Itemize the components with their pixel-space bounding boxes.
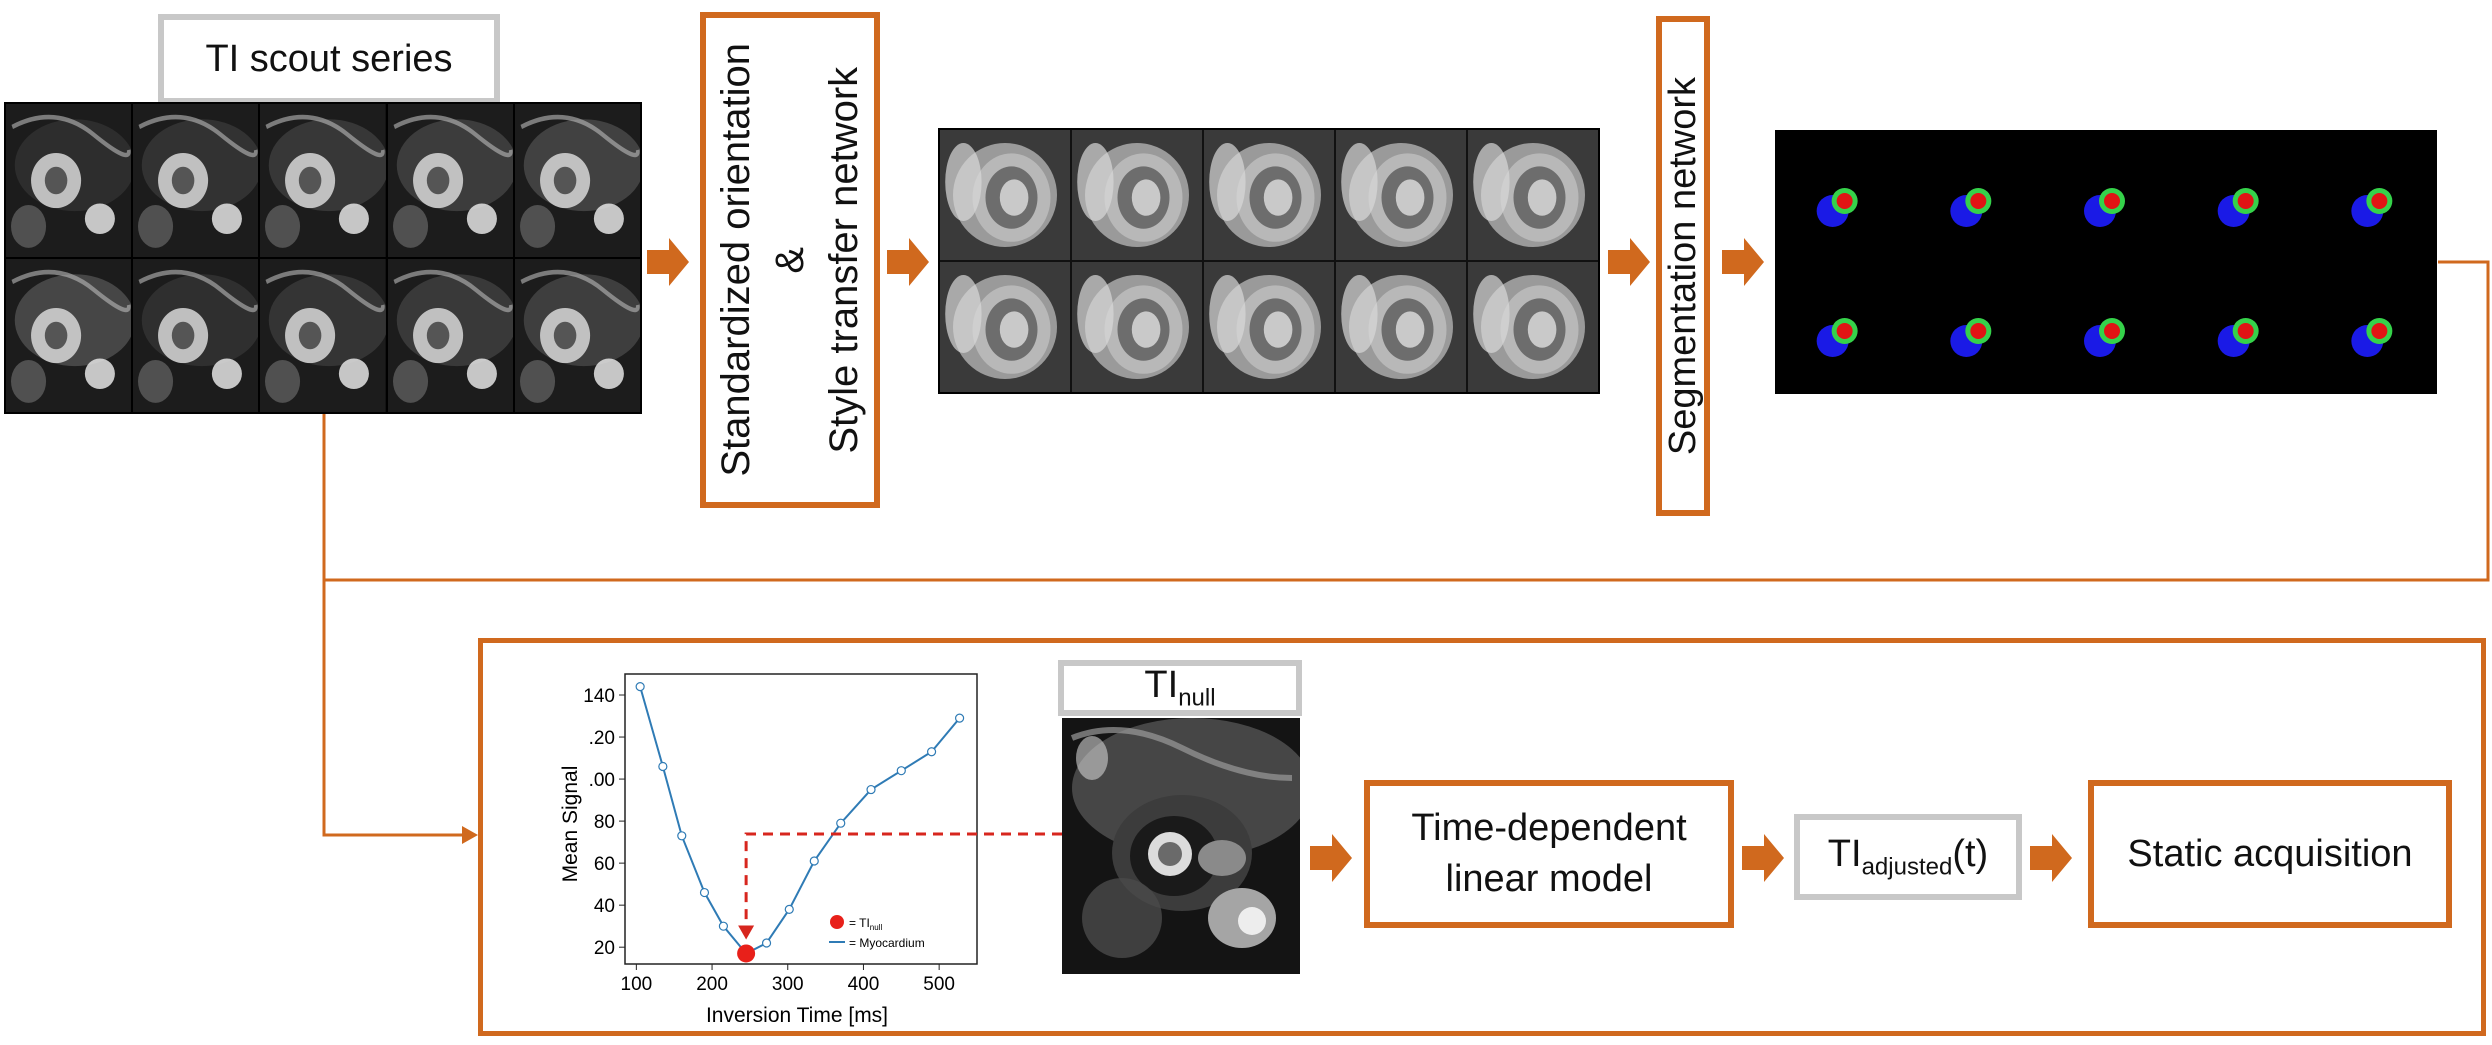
series-point (761, 938, 772, 948)
y-tick-label: 60 (594, 854, 615, 875)
mri-thumbnail (1072, 130, 1202, 260)
legend-myocardium-label: = Myocardium (849, 936, 925, 950)
segmentation-mask (2217, 188, 2259, 227)
arrow-right-icon (1742, 834, 1784, 882)
series-point (718, 921, 729, 931)
segmentation-mask (2084, 188, 2125, 227)
mean-signal-chart: Mean Signal Inversion Time [ms] 100 200 30… (559, 673, 978, 1027)
mri-thumbnail (514, 104, 640, 257)
arrow-right-icon (1608, 238, 1650, 286)
series-point (836, 818, 846, 828)
series-point (866, 784, 876, 795)
chart-legend: = TInull = Myocardium (829, 915, 925, 950)
x-tick-label: 300 (772, 974, 804, 995)
mri-thumbnail (940, 262, 1070, 392)
scout-series-label: TI scout series (205, 37, 453, 80)
ti-null-image (1062, 718, 1300, 974)
series-point (635, 682, 645, 692)
mri-thumbnail (133, 259, 259, 412)
time-model-line1: Time-dependent (1411, 806, 1687, 849)
mri-thumbnail (260, 104, 386, 257)
ti-null-marker (737, 944, 756, 963)
series-point (926, 747, 937, 757)
y-tick-label: 20 (594, 938, 615, 959)
segmentation-mask (2084, 318, 2125, 357)
ti-determination-panel (478, 638, 2486, 1036)
chart-ylabel: Mean Signal (559, 766, 582, 883)
series-point (954, 713, 965, 723)
y-tick-label: 140 (583, 686, 615, 707)
arrow-right-icon (647, 238, 689, 286)
arrow-right-icon (1722, 238, 1764, 286)
mri-thumbnail (1336, 262, 1466, 392)
ti-adjusted-box: TIadjusted(t) (1794, 814, 2022, 900)
segmentation-mask (2351, 188, 2393, 227)
ti-null-label-box: TInull (1058, 660, 1302, 716)
x-tick-label: 500 (923, 974, 955, 995)
mri-thumbnail (940, 130, 1070, 260)
mri-thumbnail (1204, 262, 1334, 392)
segmentation-mask (2351, 318, 2393, 357)
ti-null-label: TInull (1144, 663, 1216, 712)
scout-series-image-grid (4, 102, 642, 414)
mri-thumbnail (387, 104, 513, 257)
standardized-image-grid (938, 128, 1600, 394)
segmentation-mask (1950, 318, 1992, 357)
mri-thumbnail (1336, 130, 1466, 260)
series-line-myocardium (639, 686, 961, 955)
mri-thumbnail (1468, 130, 1598, 260)
x-tick-label: 400 (848, 974, 880, 995)
segmentation-mask (1816, 318, 1858, 357)
time-dependent-model-box: Time-dependent linear model (1364, 780, 1734, 928)
chart-xlabel: Inversion Time [ms] (706, 1004, 888, 1027)
arrow-right-icon (1310, 834, 1352, 882)
series-point (658, 761, 668, 772)
x-tick-label: 100 (621, 974, 653, 995)
chart-frame (624, 673, 978, 965)
segmentation-network-box: Segmentation network (1656, 16, 1710, 516)
y-tick-label: .20 (589, 728, 615, 749)
segmentation-mask (2217, 318, 2259, 357)
static-acquisition-box: Static acquisition (2088, 780, 2452, 928)
series-point (809, 856, 819, 866)
segmentation-mask (1950, 188, 1992, 227)
time-model-line2: linear model (1445, 858, 1653, 900)
mri-thumbnail (6, 104, 132, 257)
segmentation-masks (1816, 188, 2393, 357)
mri-thumbnail (1468, 262, 1598, 392)
y-tick-label: 80 (594, 812, 615, 833)
mri-thumbnail (514, 259, 640, 412)
mri-thumbnail (387, 259, 513, 412)
mri-thumbnail (1072, 262, 1202, 392)
y-tick-label: .00 (589, 770, 615, 791)
legend-tinull-label: = TInull (849, 916, 882, 932)
y-tick-label: 40 (594, 896, 615, 917)
static-acquisition-label: Static acquisition (2127, 832, 2413, 875)
legend-tinull-marker (830, 915, 844, 929)
ti-null-mri (1062, 718, 1300, 974)
series-point (677, 831, 687, 841)
arrow-right-icon (887, 238, 929, 286)
mri-thumbnail (6, 259, 132, 412)
mri-thumbnail (133, 104, 259, 257)
x-tick-label: 200 (696, 974, 728, 995)
segmentation-masks-panel (1775, 130, 2437, 394)
series-point (784, 904, 794, 914)
segmentation-mask (1816, 188, 1858, 227)
arrow-right-icon (2030, 834, 2072, 882)
series-point (699, 887, 710, 898)
scout-series-label-box: TI scout series (158, 14, 500, 104)
mri-thumbnail (260, 259, 386, 412)
style-transfer-network-box: Standardized orientation & Style transfe… (700, 12, 880, 508)
series-point (896, 766, 906, 776)
mri-thumbnail (1204, 130, 1334, 260)
ti-adjusted-label: TIadjusted(t) (1827, 832, 1989, 881)
